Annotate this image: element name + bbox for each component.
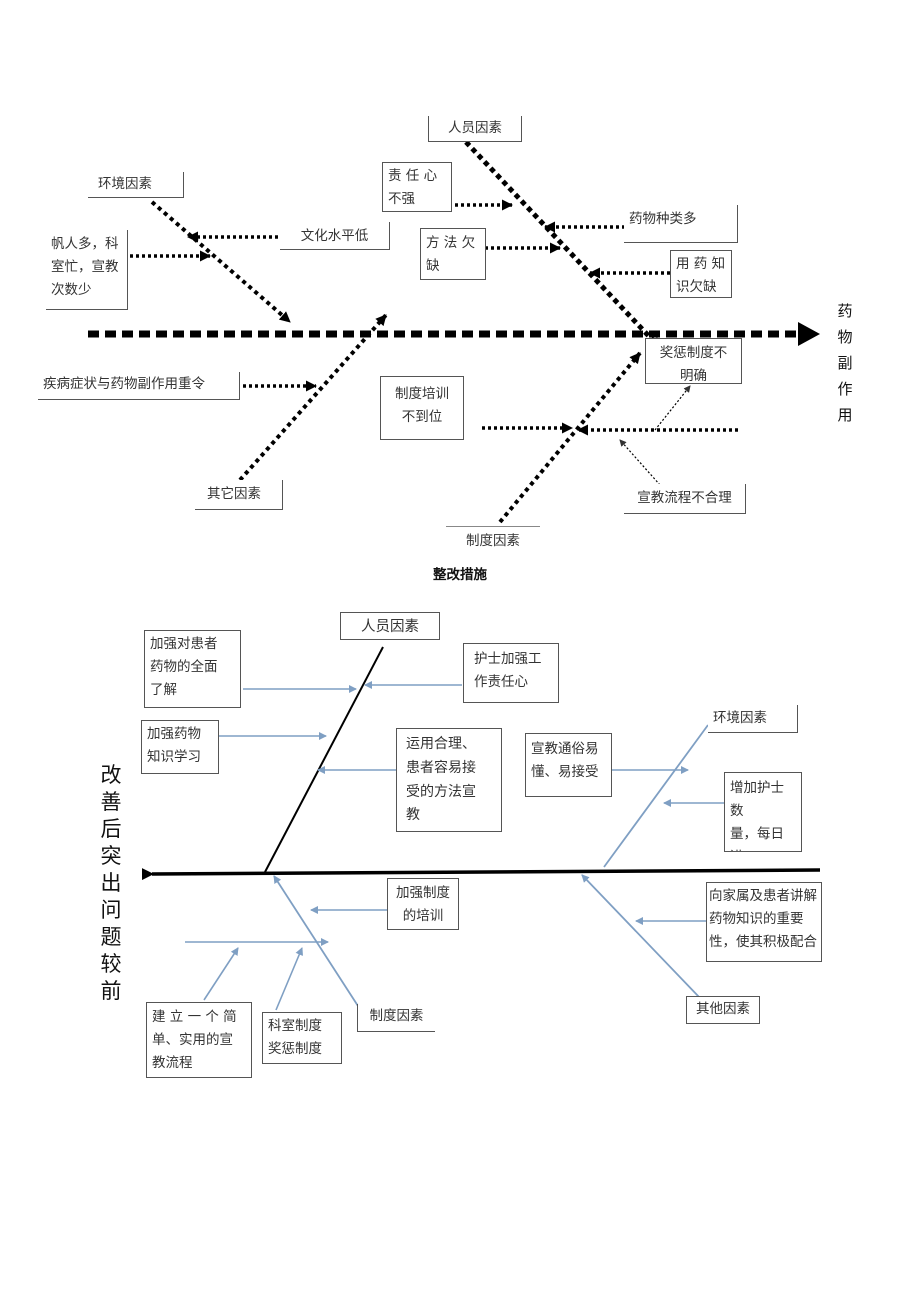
d2-box-plain: 宣教通俗易 懂、易接受: [525, 733, 612, 797]
d2-box-method: 运用合理、 患者容易接 受的方法宣 教: [396, 728, 502, 832]
d2-bone-other: [581, 874, 701, 999]
d1-box-flow: 宣教流程不合理: [624, 484, 746, 514]
d2-bone-system: [273, 875, 359, 1007]
d1-box-drug-variety: 药物种类多: [624, 205, 738, 243]
d1-bone-system: [498, 351, 642, 524]
diagram2-lines: [141, 646, 821, 1011]
d2-box-reward: 科室制度 奖惩制度: [262, 1012, 342, 1064]
d1-box-training: 制度培训 不到位: [380, 376, 464, 440]
section-title: 整改措施: [433, 567, 487, 583]
d1-box-other: 其它因素: [195, 480, 283, 510]
d2-box-personnel: 人员因素: [340, 612, 440, 640]
d1-arrow-reward: [654, 385, 691, 431]
d2-effect-label: 改 善 后 突 出 问 题 较 前: [100, 763, 122, 1003]
d2-box-nursemore: 增加护士数 量，每日进 行宣教: [724, 772, 802, 852]
d1-box-symptom: 疾病症状与药物副作用重令: [38, 372, 240, 400]
d1-bone-environment: [150, 200, 292, 324]
d2-box-training: 加强制度 的培训: [387, 878, 459, 930]
d1-bone-other: [238, 313, 388, 482]
d2-box-environment: 环境因素: [708, 705, 798, 733]
d1-box-culture: 文化水平低: [280, 222, 390, 250]
d2-spine: [141, 868, 821, 881]
d1-box-responsibility: 责 任 心 不强: [382, 162, 452, 212]
d1-box-method: 方 法 欠 缺: [420, 228, 486, 280]
d2-box-understand: 加强对患者 药物的全面 了解: [144, 630, 241, 708]
d2-arrow-reward: [275, 947, 303, 1011]
d1-box-personnel: 人员因素: [428, 116, 522, 142]
d2-bone-environment: [603, 724, 709, 868]
d2-box-process: 建 立 一 个 简 单、实用的宣 教流程: [146, 1002, 252, 1078]
d1-spine-arrowhead: [798, 322, 820, 346]
diagram1-lines: [88, 140, 820, 524]
d2-arrow-process: [203, 947, 239, 1001]
d2-box-family: 向家属及患者讲解 药物知识的重要 性，使其积极配合: [706, 882, 822, 962]
d1-arrow-flow: [619, 439, 661, 486]
d1-box-system: 制度因素: [446, 526, 540, 554]
d2-box-other: 其他因素: [686, 996, 760, 1024]
d2-box-study: 加强药物 知识学习: [141, 720, 219, 774]
d1-box-drug-knowledge: 用 药 知 识欠缺: [670, 250, 732, 298]
d1-box-busy: 帆人多，科 室忙，宣教 次数少: [46, 230, 128, 310]
d1-bone-personnel: [464, 140, 662, 350]
d1-box-environment: 环境因素: [88, 172, 184, 198]
d2-bone-personnel: [264, 646, 384, 873]
d1-effect-label: 药 物 副 作 用: [837, 302, 853, 424]
d1-box-reward: 奖惩制度不 明确: [645, 338, 742, 384]
d2-box-nurse: 护士加强工 作责任心: [463, 643, 559, 703]
d2-box-system: 制度因素: [357, 1004, 435, 1032]
